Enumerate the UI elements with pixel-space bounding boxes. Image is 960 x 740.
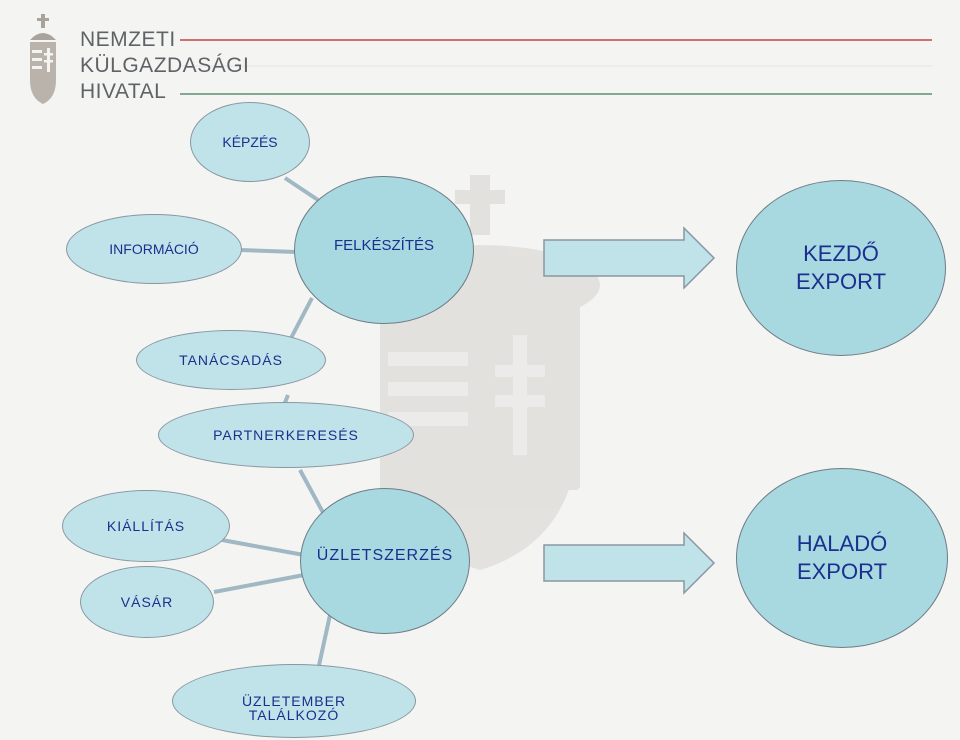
hub-uzletszerzes: ÜZLETSZERZÉS [300,488,470,634]
hub-label: FELKÉSZÍTÉS [333,236,435,254]
node-kepzes: KÉPZÉS [190,102,310,182]
node-informacio: INFORMÁCIÓ [66,214,242,284]
watermark-coat-of-arms-icon [360,175,600,570]
node-partnerkereses: PARTNERKERESÉS [158,402,414,468]
hub-felkeszites: FELKÉSZÍTÉS [294,176,474,324]
org-name-line1: NEMZETI [80,28,176,51]
node-label: KIÁLLÍTÁS [106,518,186,534]
bottom-connectors [213,469,332,671]
result-halado-export: HALADÓ EXPORT [736,468,948,648]
node-uzletember-talalkozo: ÜZLETEMBER TALÁLKOZÓ [172,664,416,738]
node-label: ÜZLETEMBER TALÁLKOZÓ [241,693,347,723]
node-tanacsadas: TANÁCSADÁS [136,330,326,390]
org-name-line3: HIVATAL [80,80,167,103]
right-arrow-icon [543,531,716,595]
result-kezdo-export: KEZDŐ EXPORT [736,180,946,356]
node-label: VÁSÁR [120,594,174,610]
node-label: KÉPZÉS [222,134,278,150]
hub-label: ÜZLETSZERZÉS [316,547,454,564]
result-label: KEZDŐ EXPORT [795,241,887,294]
org-name-line2: KÜLGAZDASÁGI [80,54,250,77]
right-arrow-icon [543,226,716,290]
node-label: PARTNERKERESÉS [213,427,359,443]
node-label: TANÁCSADÁS [179,352,283,368]
result-label: HALADÓ EXPORT [796,531,888,584]
node-label: INFORMÁCIÓ [109,241,199,257]
node-kiallitas: KIÁLLÍTÁS [62,490,230,562]
node-vasar: VÁSÁR [80,566,214,638]
coat-of-arms-icon [30,14,56,104]
